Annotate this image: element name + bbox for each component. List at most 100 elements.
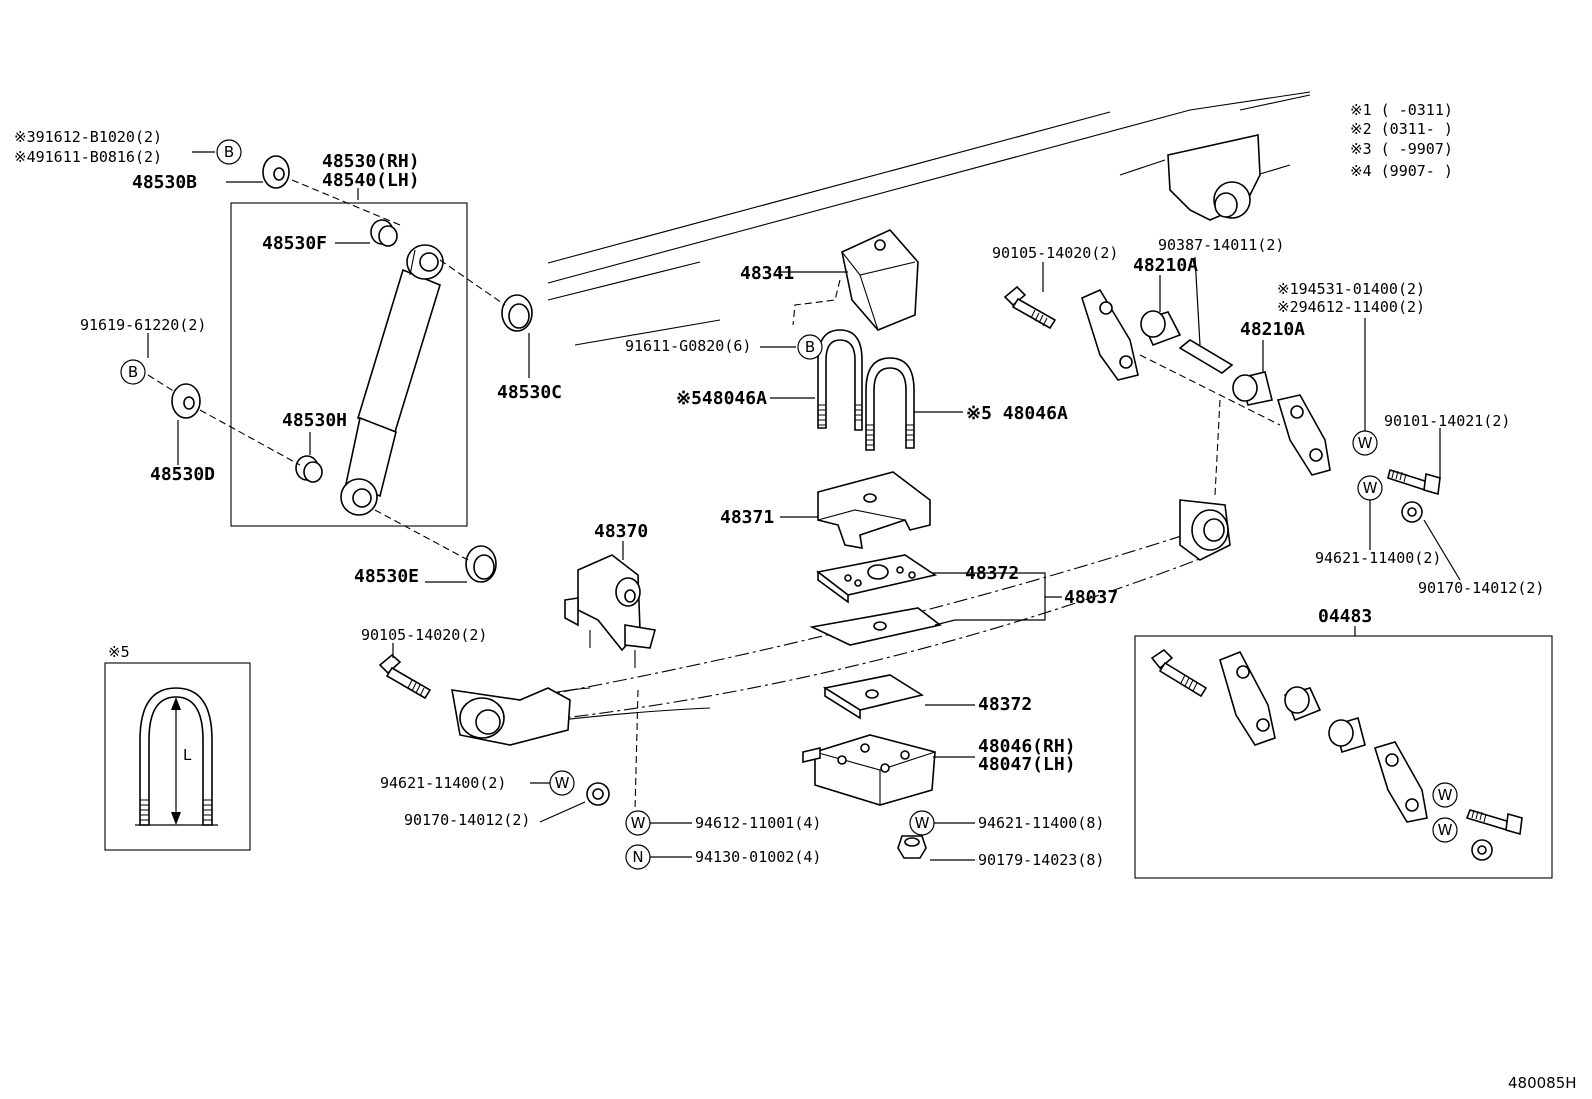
- svg-text:B: B: [224, 143, 234, 161]
- bushing-48530d: [171, 383, 201, 419]
- bolt-90105-right: [1003, 285, 1057, 330]
- frame-rail: [547, 91, 1311, 346]
- circle-n-1: N: [625, 844, 651, 870]
- circle-w-4: W: [1352, 430, 1378, 456]
- shock-absorber: [295, 219, 444, 516]
- label-48037: 48037: [1064, 587, 1118, 608]
- spring-plate-48037: [809, 607, 942, 646]
- spring-seat-48371: [817, 471, 931, 549]
- svg-text:W: W: [1358, 434, 1373, 452]
- svg-text:W: W: [915, 814, 930, 832]
- u-bolt-left: [817, 329, 863, 431]
- label-48371: 48371: [720, 507, 774, 528]
- legend-line-1: ※1 ( -0311): [1350, 101, 1453, 119]
- circle-w-5: W: [1357, 475, 1383, 501]
- bushing-48210a-bottom: [1232, 371, 1273, 406]
- label-48046a-left: ※548046A: [676, 388, 767, 409]
- label-90170-14012-left: 90170-14012(2): [404, 811, 530, 829]
- label-90170-14012-right: 90170-14012(2): [1418, 579, 1544, 597]
- label-48210a-top: 48210A: [1133, 255, 1198, 276]
- bump-stopper: [792, 229, 919, 331]
- u-bolt-right: [865, 357, 915, 451]
- label-48530h: 48530H: [282, 410, 347, 431]
- label-48047-lh: 48047(LH): [978, 754, 1076, 775]
- label-90105-14020-right: 90105-14020(2): [992, 244, 1118, 262]
- label-04483: 04483: [1318, 606, 1372, 627]
- svg-text:W: W: [631, 814, 646, 832]
- label-94612-11001: 94612-11001(4): [695, 814, 821, 832]
- label-48370: 48370: [594, 521, 648, 542]
- circle-b-2: B: [120, 359, 146, 385]
- shackle-plate-rear: [1276, 394, 1331, 476]
- label-91611-g0820: 91611-G0820(6): [625, 337, 751, 355]
- bolt-90105-left: [378, 653, 432, 700]
- bushing-48530b: [262, 155, 290, 189]
- label-48046a-right: ※5 48046A: [966, 403, 1068, 424]
- bushing-48530e: [465, 545, 497, 583]
- circle-b-1: B: [216, 139, 242, 165]
- spring-plate-48372-top: [816, 554, 937, 604]
- label-48530c: 48530C: [497, 382, 562, 403]
- svg-text:W: W: [1363, 479, 1378, 497]
- label-94621-11400-8: 94621-11400(8): [978, 814, 1104, 832]
- label-48530e: 48530E: [354, 566, 419, 587]
- circle-w-2: W: [625, 810, 651, 836]
- circle-w-6: W: [1432, 782, 1458, 808]
- svg-text:W: W: [1438, 786, 1453, 804]
- part-labels: ※391612-B1020(2) ※491611-B0816(2) 48530B…: [14, 128, 1577, 1092]
- label-94621-11400-right: 94621-11400(2): [1315, 549, 1441, 567]
- shock-absorber-box: [230, 202, 468, 527]
- legend-line-2: ※2 (0311- ): [1350, 120, 1453, 138]
- svg-text:B: B: [805, 338, 815, 356]
- label-48530-rh: 48530(RH): [322, 151, 420, 172]
- label-91611-b0816: ※491611-B0816(2): [14, 148, 162, 166]
- label-48341: 48341: [740, 263, 794, 284]
- label-90105-14020-left: 90105-14020(2): [361, 626, 487, 644]
- svg-text:N: N: [632, 848, 643, 866]
- label-48530b: 48530B: [132, 172, 197, 193]
- svg-text:W: W: [555, 774, 570, 792]
- svg-text:B: B: [128, 363, 138, 381]
- label-90179-14023: 90179-14023(8): [978, 851, 1104, 869]
- bushing-48530c: [501, 294, 533, 332]
- label-48540-lh: 48540(LH): [322, 170, 420, 191]
- label-91612-b1020: ※391612-B1020(2): [14, 128, 162, 146]
- lower-spring-seat: [802, 734, 936, 806]
- circle-w-3: W: [909, 810, 935, 836]
- label-94130-01002: 94130-01002(4): [695, 848, 821, 866]
- bushing-48210a-top: [1140, 310, 1182, 347]
- nut-90179: [897, 835, 927, 859]
- label-48530f: 48530F: [262, 233, 327, 254]
- stabilizer-bracket: [564, 399, 1221, 811]
- circle-w-1: W: [549, 770, 575, 796]
- label-48530d: 48530D: [150, 464, 215, 485]
- diagram-id: 480085H: [1508, 1074, 1577, 1092]
- label-90101-14021: 90101-14021(2): [1384, 412, 1510, 430]
- svg-text:W: W: [1438, 821, 1453, 839]
- circle-w-7: W: [1432, 817, 1458, 843]
- nut-90170-right: [1401, 501, 1423, 523]
- label-48372-top: 48372: [965, 563, 1019, 584]
- spacer-90387: [1178, 339, 1234, 374]
- legend-line-4: ※4 (9907- ): [1350, 162, 1453, 180]
- shackle-plate-front: [1081, 288, 1139, 381]
- label-94621-11400-left: 94621-11400(2): [380, 774, 506, 792]
- label-inset-5: ※5: [108, 643, 130, 661]
- label-48046-rh: 48046(RH): [978, 736, 1076, 757]
- label-48372-bottom: 48372: [978, 694, 1032, 715]
- label-94612-11400: ※294612-11400(2): [1277, 298, 1425, 316]
- label-90387-14011: 90387-14011(2): [1158, 236, 1284, 254]
- label-94531-01400: ※194531-01400(2): [1277, 280, 1425, 298]
- u-bolt-dimension-inset: [104, 662, 251, 851]
- bolt-90101: [1387, 468, 1441, 496]
- kit-box-04483: [1134, 635, 1553, 879]
- label-91619-61220: 91619-61220(2): [80, 316, 206, 334]
- nut-90170-left: [586, 782, 610, 806]
- legend: ※1 ( -0311) ※2 (0311- ) ※3 ( -9907) ※4 (…: [1350, 101, 1453, 180]
- circle-b-3: B: [797, 334, 823, 360]
- leader-lines: [147, 151, 1461, 861]
- legend-line-3: ※3 ( -9907): [1350, 140, 1453, 158]
- leaf-spring: [451, 499, 1231, 746]
- label-dimension-l: L: [183, 746, 192, 764]
